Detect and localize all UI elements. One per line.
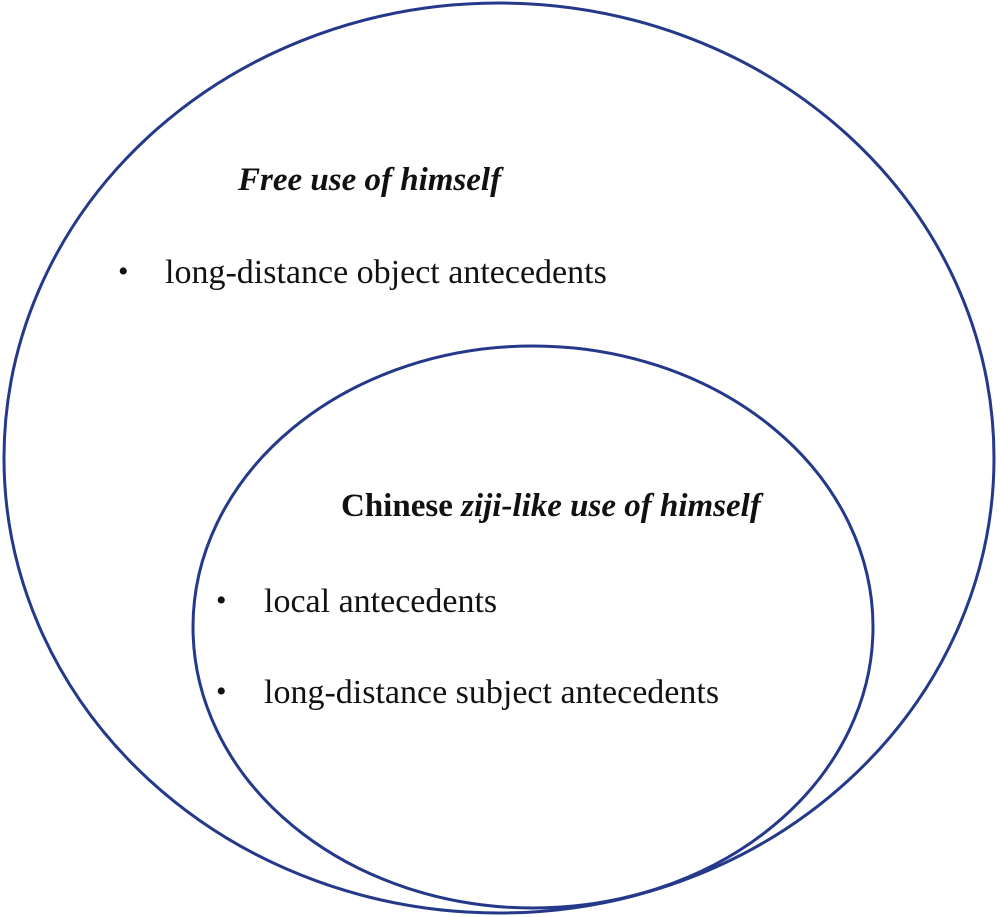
inner-ellipse [191,344,875,910]
inner-set-title: Chinese ziji-like use of himself [341,488,764,524]
inner-title-plain: Chinese [341,488,461,524]
inner-item-local: local antecedents [264,583,497,620]
inner-title-italic: ziji-like use of himself [460,488,764,524]
outer-set-title: Free use of himself [237,162,504,198]
inner-item-bullet-2: • [216,675,227,708]
inner-item-long-distance-subject: long-distance subject antecedents [264,674,719,711]
outer-item-bullet: • [118,255,129,288]
inner-item-bullet-1: • [216,584,227,617]
outer-item-long-distance-object: long-distance object antecedents [165,254,607,291]
